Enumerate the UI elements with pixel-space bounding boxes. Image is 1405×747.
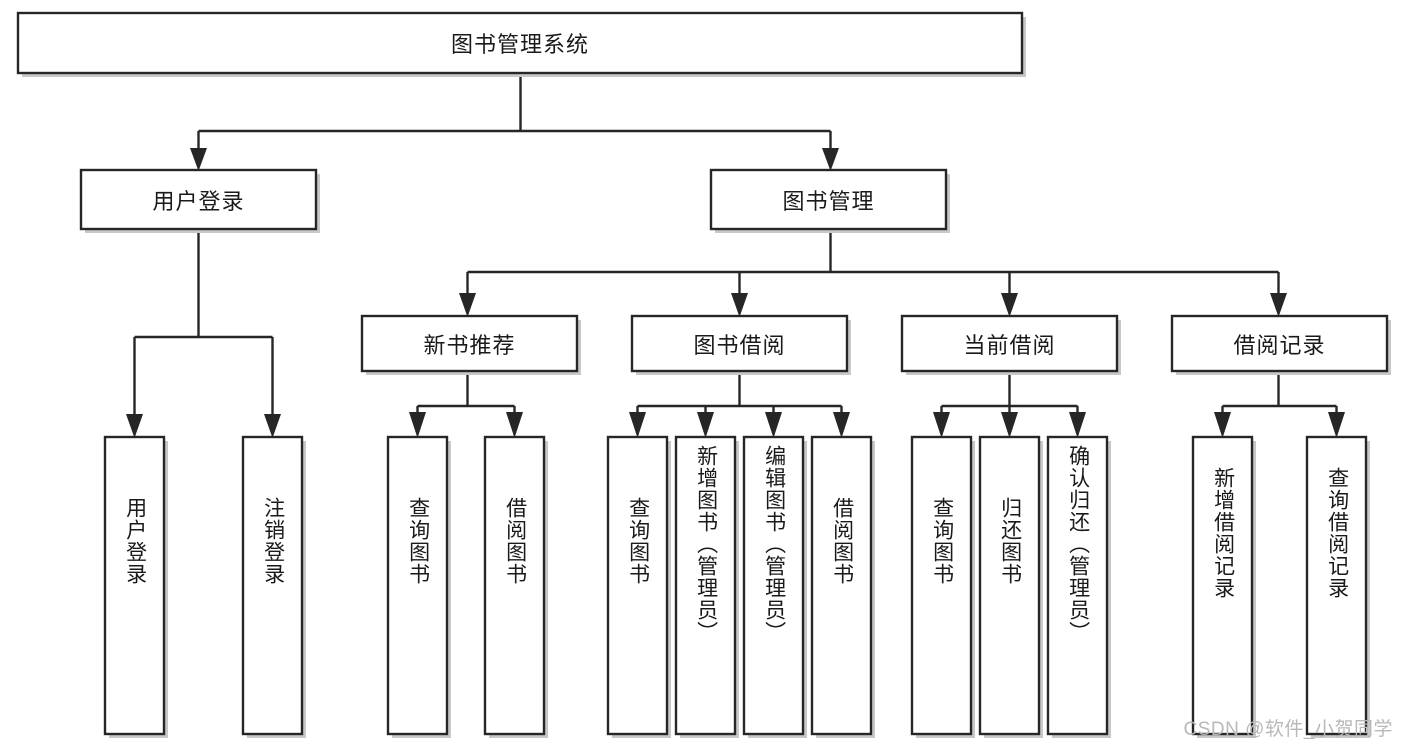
leaf-current-borrow-group <box>910 435 1111 738</box>
arrow-head-user-login <box>190 148 207 171</box>
leaf-jyjl-0-box[interactable] <box>1191 435 1254 736</box>
node-borrow-record[interactable] <box>1170 314 1391 375</box>
arrow-head-bm-2 <box>731 293 748 317</box>
arrow-head-dqjy-3 <box>1069 412 1086 438</box>
leaf-tsjy-0-box[interactable] <box>606 435 669 736</box>
arrow-head-bm-3 <box>1001 293 1018 317</box>
node-user-login[interactable] <box>79 168 320 233</box>
leaf-dqjy-1-box[interactable] <box>978 435 1041 736</box>
node-current-borrow[interactable] <box>900 314 1121 375</box>
arrow-head-nsr-2 <box>506 412 523 438</box>
arrow-head-bm-4 <box>1270 293 1287 317</box>
leaf-ul-1-box[interactable] <box>241 435 304 736</box>
node-root-box[interactable] <box>16 11 1024 75</box>
node-book-manage[interactable] <box>709 168 950 233</box>
arrow-head-jyjl-2 <box>1328 412 1345 438</box>
leaf-new-book-recommend-group <box>386 435 548 738</box>
node-tsjy-box[interactable] <box>630 314 849 373</box>
arrow-head-dqjy-1 <box>933 412 950 438</box>
arrow-head-dqjy-2 <box>1001 412 1018 438</box>
node-root[interactable] <box>16 11 1026 77</box>
leaf-ul-0-box[interactable] <box>103 435 166 736</box>
arrow-head-tsjy-4 <box>833 412 850 438</box>
node-dqjy-box[interactable] <box>900 314 1119 373</box>
arrow-head-bm-1 <box>459 293 476 317</box>
arrow-head-tsjy-1 <box>629 412 646 438</box>
leaf-jyjl-1-box[interactable] <box>1305 435 1368 736</box>
arrow-head-nsr-1 <box>409 412 426 438</box>
leaf-tsjy-2-box[interactable] <box>742 435 805 736</box>
leaf-dqjy-2-box[interactable] <box>1046 435 1109 736</box>
leaf-dqjy-0-box[interactable] <box>910 435 973 736</box>
leaf-nsr-1-box[interactable] <box>483 435 546 736</box>
node-book-manage-box[interactable] <box>709 168 948 231</box>
leaf-book-borrow-group <box>606 435 875 738</box>
csdn-watermark: CSDN @软件_小贺同学 <box>1183 719 1393 740</box>
arrow-head-jyjl-1 <box>1214 412 1231 438</box>
connector-group <box>126 77 1345 438</box>
node-user-login-box[interactable] <box>79 168 318 231</box>
leaf-tsjy-3-box[interactable] <box>810 435 873 736</box>
arrow-head-ul-2 <box>264 414 281 438</box>
node-book-borrow[interactable] <box>630 314 851 375</box>
node-nsr-box[interactable] <box>360 314 579 373</box>
leaf-nsr-0-box[interactable] <box>386 435 449 736</box>
leaf-tsjy-1-box[interactable] <box>674 435 737 736</box>
arrow-head-ul-1 <box>126 414 143 438</box>
arrow-head-tsjy-3 <box>765 412 782 438</box>
node-jyjl-box[interactable] <box>1170 314 1389 373</box>
leaf-borrow-record-group <box>1191 435 1370 738</box>
node-new-book-recommend[interactable] <box>360 314 581 375</box>
arrow-head-book-manage <box>822 148 839 171</box>
leaf-user-login-group <box>103 435 306 738</box>
arrow-head-tsjy-2 <box>697 412 714 438</box>
